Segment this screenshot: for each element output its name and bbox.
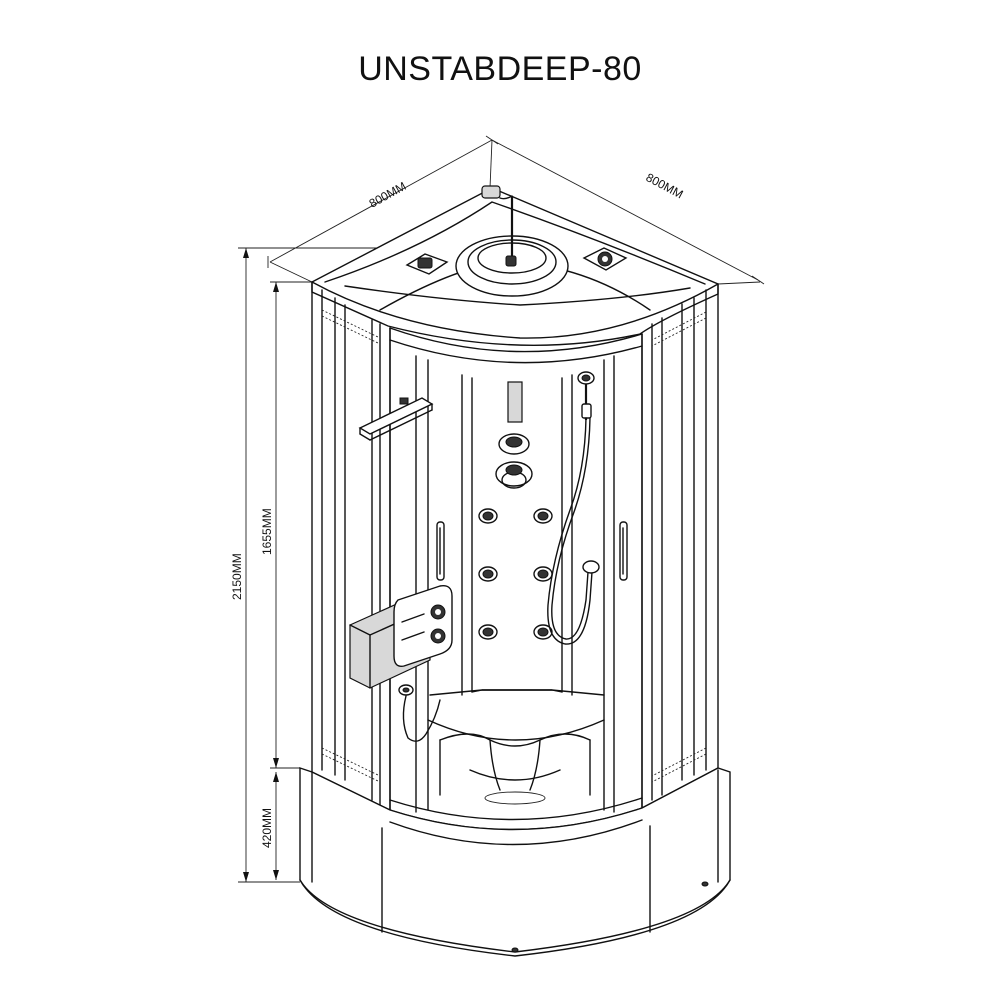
control-column bbox=[495, 381, 533, 489]
model-title: UNSTABDEEP-80 bbox=[358, 50, 642, 88]
overhead-pipe bbox=[507, 381, 523, 423]
cabin-height-label: 1655MM bbox=[260, 508, 274, 555]
mixer-knob-upper[interactable] bbox=[498, 433, 530, 455]
dimension-total-height: 2150MM bbox=[230, 247, 470, 883]
control-panel[interactable] bbox=[393, 585, 453, 667]
shelf bbox=[358, 397, 434, 441]
total-height-label: 2150MM bbox=[230, 553, 244, 600]
left-door-handle[interactable] bbox=[436, 521, 445, 581]
roof-fan-icon bbox=[582, 247, 628, 271]
massage-jets bbox=[478, 508, 553, 640]
tray-height-label: 420MM bbox=[260, 808, 274, 848]
roof-vent bbox=[481, 185, 501, 199]
hand-shower[interactable] bbox=[547, 371, 600, 645]
jet-icon bbox=[478, 624, 498, 640]
dimension-tray-height: 420MM bbox=[260, 772, 279, 880]
jet-icon bbox=[478, 566, 498, 582]
side-faucet[interactable] bbox=[398, 684, 441, 742]
speaker-icon bbox=[430, 604, 446, 644]
left-side-panel bbox=[311, 281, 391, 811]
shower-tray bbox=[299, 719, 731, 957]
back-wall bbox=[415, 355, 615, 813]
width-right-label: 800MM bbox=[644, 170, 686, 201]
roof bbox=[311, 185, 719, 346]
right-door-handle[interactable] bbox=[619, 521, 628, 581]
width-left-label: 800MM bbox=[367, 179, 409, 211]
jet-icon bbox=[533, 566, 553, 582]
jet-icon bbox=[533, 508, 553, 524]
jet-icon bbox=[533, 624, 553, 640]
roof-light-icon bbox=[405, 253, 449, 275]
jet-icon bbox=[478, 508, 498, 524]
dimension-cabin-height: 1655MM bbox=[260, 281, 316, 769]
mixer-knob-lower[interactable] bbox=[495, 461, 533, 489]
right-side-panel bbox=[641, 283, 719, 809]
